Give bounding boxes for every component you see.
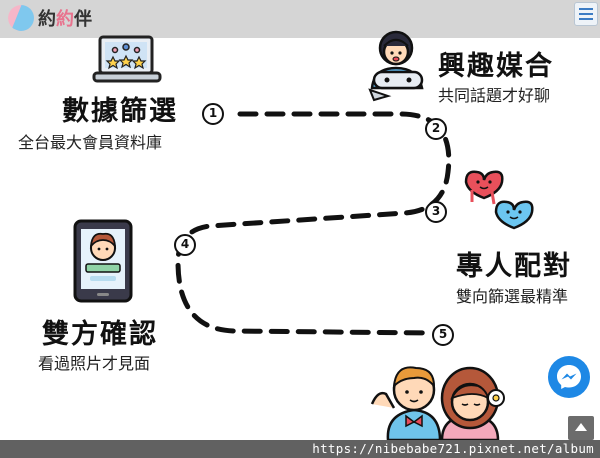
step-2-subtitle: 共同話題才好聊 <box>438 86 551 105</box>
top-bar: 約約伴 <box>0 0 600 38</box>
hearts-icon <box>464 170 534 230</box>
scroll-top-button[interactable] <box>568 416 594 440</box>
logo-char-3: 伴 <box>74 9 92 30</box>
hamburger-icon[interactable] <box>574 2 598 26</box>
site-logo[interactable]: 約約伴 <box>8 3 92 33</box>
messenger-icon <box>557 365 581 389</box>
laptop-rating-icon <box>92 35 162 83</box>
step-3-subtitle: 雙向篩選最精準 <box>456 287 569 306</box>
step-badge-3: 3 <box>425 201 447 223</box>
step-badge-5: 5 <box>432 324 454 346</box>
logo-text: 約約伴 <box>38 5 92 31</box>
watermark-url: https://nibebabe721.pixnet.net/album <box>312 441 594 456</box>
step-1-subtitle: 全台最大會員資料庫 <box>18 133 163 152</box>
logo-mark-icon <box>8 5 34 31</box>
step-badge-2: 2 <box>425 118 447 140</box>
step-badge-4: 4 <box>174 234 196 256</box>
couple-icon <box>370 366 505 440</box>
step-4-title: 雙方確認 <box>42 319 158 350</box>
watermark-bar: https://nibebabe721.pixnet.net/album <box>0 440 600 458</box>
step-4-subtitle: 看過照片才見面 <box>38 354 151 373</box>
step-3-title: 專人配對 <box>456 251 572 282</box>
step-1-title: 數據篩選 <box>62 96 178 127</box>
logo-char-1: 約 <box>38 9 56 30</box>
messenger-button[interactable] <box>548 356 590 398</box>
logo-char-2: 約 <box>56 9 74 30</box>
chevron-up-icon <box>575 423 587 431</box>
phone-profile-icon <box>73 219 133 303</box>
dashed-route-line <box>175 111 452 336</box>
step-badge-1: 1 <box>202 103 224 125</box>
gamer-person-icon <box>368 30 424 102</box>
step-2-title: 興趣媒合 <box>438 51 554 82</box>
